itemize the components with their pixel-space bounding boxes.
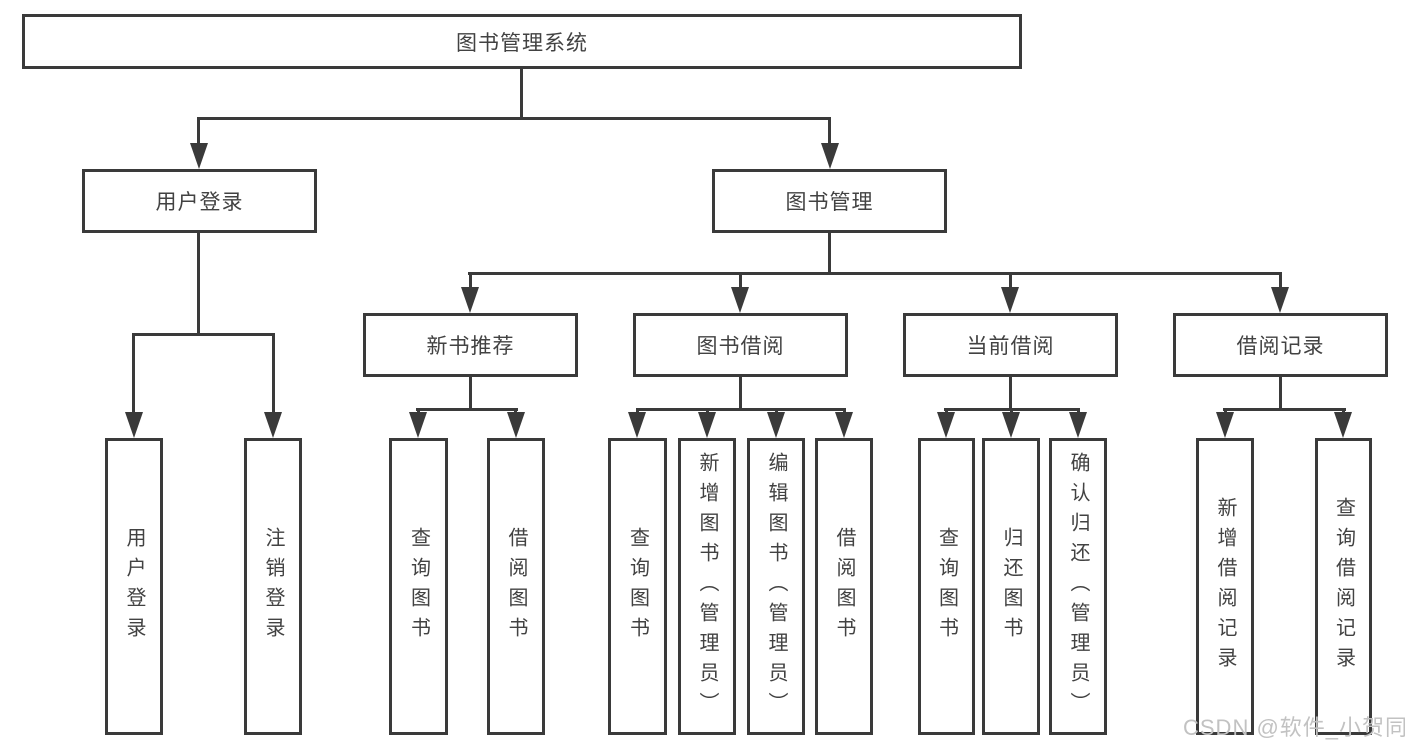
connector-line bbox=[469, 272, 472, 290]
connector-line bbox=[197, 117, 831, 120]
leaf-query-books-borrow-label: 查询图书 bbox=[626, 526, 649, 647]
connector-line bbox=[739, 377, 742, 410]
leaf-confirm-return-admin-label: 确认归还（管理员） bbox=[1067, 451, 1089, 722]
arrow-down-icon bbox=[937, 412, 955, 438]
leaf-return-book: 归还图书 bbox=[982, 438, 1040, 735]
connector-line bbox=[132, 333, 275, 336]
leaf-add-borrow-record: 新增借阅记录 bbox=[1196, 438, 1254, 735]
connector-line bbox=[828, 117, 831, 147]
leaf-add-borrow-record-label: 新增借阅记录 bbox=[1214, 496, 1236, 677]
leaf-query-books-current: 查询图书 bbox=[918, 438, 975, 735]
leaf-user-login: 用户登录 bbox=[105, 438, 163, 735]
connector-line bbox=[1279, 377, 1282, 410]
leaf-query-borrow-record: 查询借阅记录 bbox=[1315, 438, 1372, 735]
leaf-borrow-books-borrow-label: 借阅图书 bbox=[833, 526, 855, 647]
arrow-down-icon bbox=[731, 287, 749, 313]
leaf-query-borrow-record-label: 查询借阅记录 bbox=[1332, 496, 1355, 677]
arrow-down-icon bbox=[264, 412, 282, 438]
connector-line bbox=[828, 233, 831, 274]
node-root-label: 图书管理系统 bbox=[456, 31, 588, 55]
connector-line bbox=[468, 272, 1282, 275]
connector-line bbox=[636, 408, 846, 411]
leaf-borrow-books-recommend-label: 借阅图书 bbox=[505, 526, 527, 647]
leaf-logout-label: 注销登录 bbox=[262, 526, 284, 647]
leaf-confirm-return-admin: 确认归还（管理员） bbox=[1049, 438, 1107, 735]
arrow-down-icon bbox=[1002, 412, 1020, 438]
arrow-down-icon bbox=[1216, 412, 1234, 438]
connector-line bbox=[469, 377, 472, 410]
arrow-down-icon bbox=[628, 412, 646, 438]
leaf-edit-book-admin: 编辑图书（管理员） bbox=[747, 438, 805, 735]
leaf-edit-book-admin-label: 编辑图书（管理员） bbox=[765, 451, 787, 722]
connector-line bbox=[197, 117, 200, 147]
node-user-login-label: 用户登录 bbox=[155, 191, 244, 214]
node-borrow-records-label: 借阅记录 bbox=[1236, 335, 1325, 358]
leaf-add-book-admin: 新增图书（管理员） bbox=[678, 438, 736, 735]
leaf-return-book-label: 归还图书 bbox=[1000, 526, 1022, 647]
arrow-down-icon bbox=[507, 412, 525, 438]
connector-line bbox=[739, 272, 742, 290]
node-book-borrow-label: 图书借阅 bbox=[696, 335, 785, 358]
arrow-down-icon bbox=[767, 412, 785, 438]
leaf-query-books-borrow: 查询图书 bbox=[608, 438, 667, 735]
node-current-borrow: 当前借阅 bbox=[903, 313, 1118, 377]
node-new-book-recommend: 新书推荐 bbox=[363, 313, 578, 377]
arrow-down-icon bbox=[125, 412, 143, 438]
watermark-text: CSDN @软件_小贺同学 bbox=[1183, 715, 1405, 740]
arrow-down-icon bbox=[409, 412, 427, 438]
connector-line bbox=[272, 333, 275, 414]
arrow-down-icon bbox=[835, 412, 853, 438]
leaf-user-login-label: 用户登录 bbox=[123, 526, 145, 647]
node-user-login: 用户登录 bbox=[82, 169, 317, 233]
connector-line bbox=[520, 69, 523, 120]
node-new-book-recommend-label: 新书推荐 bbox=[426, 335, 515, 358]
connector-line bbox=[416, 408, 518, 411]
arrow-down-icon bbox=[461, 287, 479, 313]
arrow-down-icon bbox=[821, 143, 839, 169]
node-borrow-records: 借阅记录 bbox=[1173, 313, 1388, 377]
node-current-borrow-label: 当前借阅 bbox=[966, 335, 1055, 358]
connector-line bbox=[1009, 377, 1012, 410]
connector-line bbox=[1279, 272, 1282, 290]
leaf-logout: 注销登录 bbox=[244, 438, 302, 735]
node-book-management: 图书管理 bbox=[712, 169, 947, 233]
leaf-query-books-recommend-label: 查询图书 bbox=[407, 526, 430, 647]
connector-line bbox=[1009, 272, 1012, 290]
node-book-borrow: 图书借阅 bbox=[633, 313, 848, 377]
connector-line bbox=[132, 333, 135, 414]
arrow-down-icon bbox=[698, 412, 716, 438]
leaf-query-books-recommend: 查询图书 bbox=[389, 438, 448, 735]
node-root: 图书管理系统 bbox=[22, 14, 1022, 69]
node-book-management-label: 图书管理 bbox=[785, 191, 874, 214]
leaf-borrow-books-borrow: 借阅图书 bbox=[815, 438, 873, 735]
leaf-add-book-admin-label: 新增图书（管理员） bbox=[696, 451, 718, 722]
leaf-borrow-books-recommend: 借阅图书 bbox=[487, 438, 545, 735]
connector-line bbox=[1223, 408, 1346, 411]
connector-line bbox=[197, 233, 200, 336]
arrow-down-icon bbox=[1271, 287, 1289, 313]
arrow-down-icon bbox=[190, 143, 208, 169]
arrow-down-icon bbox=[1069, 412, 1087, 438]
arrow-down-icon bbox=[1334, 412, 1352, 438]
leaf-query-books-current-label: 查询图书 bbox=[935, 526, 958, 647]
arrow-down-icon bbox=[1001, 287, 1019, 313]
